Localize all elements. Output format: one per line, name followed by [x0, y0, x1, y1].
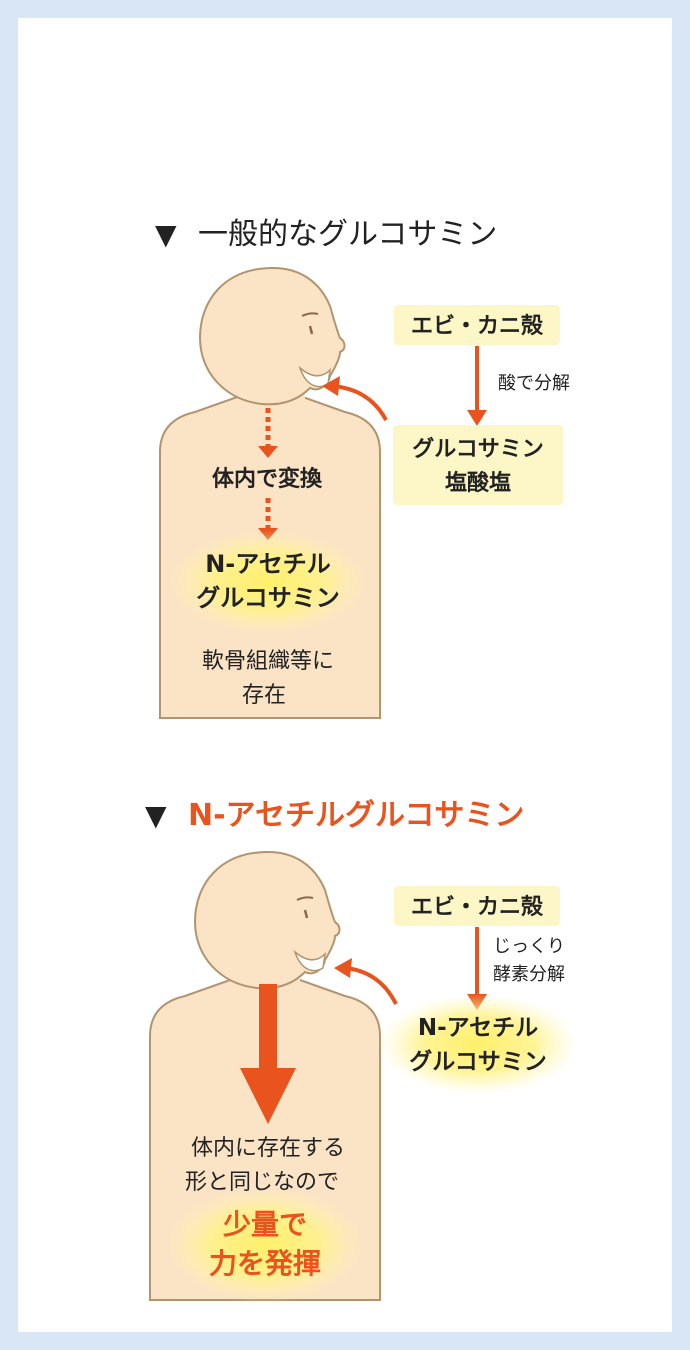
- section1: ▼ 一般的なグルコサミン エビ・カニ殻 酸で分解 グルコサミン 塩酸塩 体内で変…: [155, 217, 570, 719]
- section2-source-label: エビ・カニ殻: [411, 895, 544, 920]
- section1-dashed-arrowhead-1: [258, 446, 278, 458]
- section2-highlight-line1: 少量で: [223, 1208, 307, 1241]
- section2-process-line2: 酵素分解: [493, 964, 565, 985]
- section2-marker-icon: ▼: [145, 799, 167, 832]
- section2-process-line1: じっくり: [493, 936, 565, 957]
- section1-intake-arrow: [333, 384, 388, 421]
- section2-intake-arrowhead: [334, 958, 352, 978]
- section1-convert-label: 体内で変換: [212, 466, 323, 492]
- section1-process-arrowhead: [467, 410, 487, 426]
- section1-product-box: [393, 425, 563, 505]
- section1-eye: [308, 325, 314, 335]
- section1-intake-arrowhead: [322, 376, 340, 396]
- section1-result-line2: グルコサミン: [196, 584, 340, 612]
- section2-heading: N-アセチルグルコサミン: [188, 798, 524, 833]
- section2-eye: [303, 909, 309, 919]
- section1-result-line1: N-アセチル: [205, 550, 331, 578]
- section1-mouth: [298, 365, 332, 388]
- section2-product-line1: N-アセチル: [418, 1015, 538, 1041]
- section2-highlight-line2: 力を発揮: [209, 1247, 321, 1280]
- section1-heading: 一般的なグルコサミン: [198, 217, 497, 252]
- section1-source-label: エビ・カニ殻: [411, 314, 544, 339]
- section2-highlight-glow: [165, 1187, 365, 1303]
- section2-body-arrowhead: [240, 1068, 296, 1124]
- section2-note-line1: 体内に存在する: [191, 1136, 345, 1161]
- section2-source-box: [394, 886, 560, 926]
- section1-note-line1: 軟骨組織等に: [202, 649, 334, 674]
- section1-source-box: [394, 305, 560, 345]
- section1-eyebrow: [301, 312, 319, 317]
- section2-product-glow: [378, 994, 578, 1094]
- section1-marker-icon: ▼: [155, 218, 177, 251]
- section1-result-glow: [168, 530, 368, 634]
- section2-mouth: [293, 949, 327, 972]
- section1-product-line2: 塩酸塩: [445, 470, 511, 496]
- section1-process-label: 酸で分解: [498, 373, 570, 394]
- section2-intake-arrow: [345, 966, 398, 1005]
- section2-eyebrow: [296, 896, 314, 901]
- section2: ▼ N-アセチルグルコサミン エビ・カニ殻 じっくり 酵素分解 N-アセチル グ…: [145, 798, 578, 1303]
- section2-body-arrow: [259, 984, 277, 1070]
- section2-product-line2: グルコサミン: [409, 1048, 547, 1075]
- section1-note-line2: 存在: [242, 683, 286, 708]
- section1-product-line1: グルコサミン: [412, 436, 544, 462]
